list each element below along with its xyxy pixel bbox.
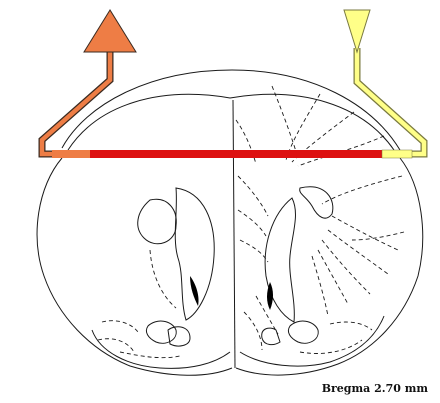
- left-striatum: [175, 188, 214, 320]
- right-bulb-b: [262, 328, 280, 345]
- left-ventral-lobe: [92, 330, 230, 368]
- left-probe-path: [42, 48, 110, 154]
- bar-right-segment: [382, 150, 412, 158]
- left-ventricle: [138, 199, 177, 243]
- right-triangle-icon: [344, 10, 370, 52]
- right-probe-path-fill: [357, 48, 424, 154]
- right-bulb-a: [288, 321, 318, 343]
- brain-outline: [37, 70, 423, 375]
- cortex-inner-dorsal: [68, 94, 394, 150]
- right-probe-path: [357, 48, 424, 154]
- left-probe-path-fill: [42, 48, 110, 154]
- left-bulb-a: [146, 321, 176, 343]
- bregma-caption: Bregma 2.70 mm: [322, 382, 428, 395]
- left-bulb-b: [168, 327, 190, 346]
- left-striatum-dash: [150, 250, 176, 308]
- bar-middle-segment: [90, 150, 382, 158]
- right-ventricle: [300, 187, 333, 218]
- bar-left-segment: [52, 150, 92, 158]
- left-hemisphere: [37, 158, 232, 375]
- right-ventral-dash: [244, 312, 372, 354]
- left-arrow-icon: [84, 10, 136, 52]
- left-ventricle-dark: [190, 276, 199, 306]
- midline: [233, 100, 235, 368]
